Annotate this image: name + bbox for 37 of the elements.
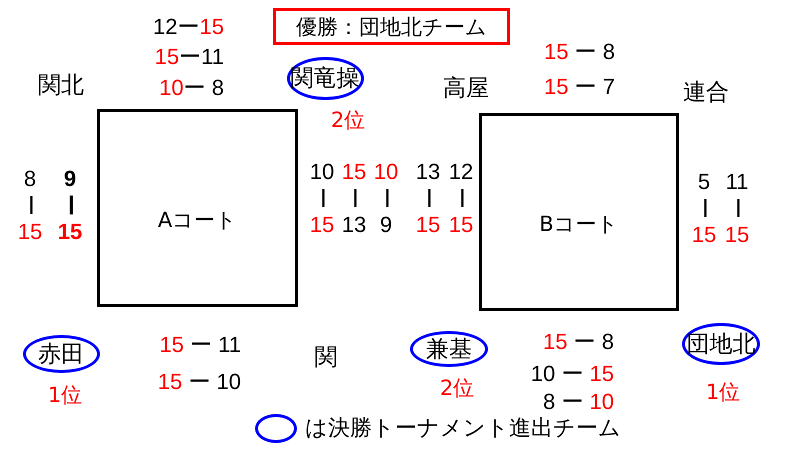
score: 12ー15: [448, 160, 474, 236]
legend-text: は決勝トーナメント進出チーム: [305, 415, 621, 443]
team-name: 関北: [38, 72, 84, 100]
score: 15 ー 8: [543, 328, 614, 356]
score: 10ー15: [310, 160, 334, 236]
team-name: 関竜操: [290, 64, 360, 94]
team-name: 高屋: [443, 74, 489, 104]
court-box: [479, 113, 679, 311]
score: 15 ー 11: [159, 331, 241, 359]
score: 5ー15: [692, 170, 716, 246]
court-label: Aコート: [158, 207, 238, 234]
team-name: 団地北: [686, 330, 756, 360]
court-box: [97, 109, 298, 307]
score: 13ー15: [416, 160, 440, 236]
rank-label: 1位: [48, 382, 82, 409]
score: 9ー15: [58, 166, 82, 244]
score: 15ー11: [154, 43, 224, 71]
score: 10 ー 15: [530, 360, 614, 388]
rank-label: 1位: [706, 379, 740, 406]
score: 10ー9: [374, 160, 398, 236]
score: 11ー15: [724, 170, 750, 246]
score: 12ー15: [153, 13, 224, 41]
score: 15ー13: [342, 160, 366, 236]
score: 8ー15: [18, 166, 42, 244]
winner-banner: 優勝：団地北チーム: [273, 8, 510, 45]
score: 15 ー 7: [544, 73, 615, 101]
rank-label: 2位: [330, 107, 366, 134]
score: 10ー 8: [159, 74, 224, 102]
score: 8 ー 10: [543, 388, 614, 416]
score: 15 ー 10: [158, 368, 241, 396]
team-name: 関: [314, 344, 338, 372]
team-name: 赤田: [38, 340, 84, 370]
court-label: Bコート: [539, 211, 619, 238]
team-name: 兼基: [426, 336, 472, 364]
rank-label: 2位: [440, 375, 474, 402]
score: 15 ー 8: [544, 38, 615, 66]
team-name: 連合: [683, 78, 729, 108]
